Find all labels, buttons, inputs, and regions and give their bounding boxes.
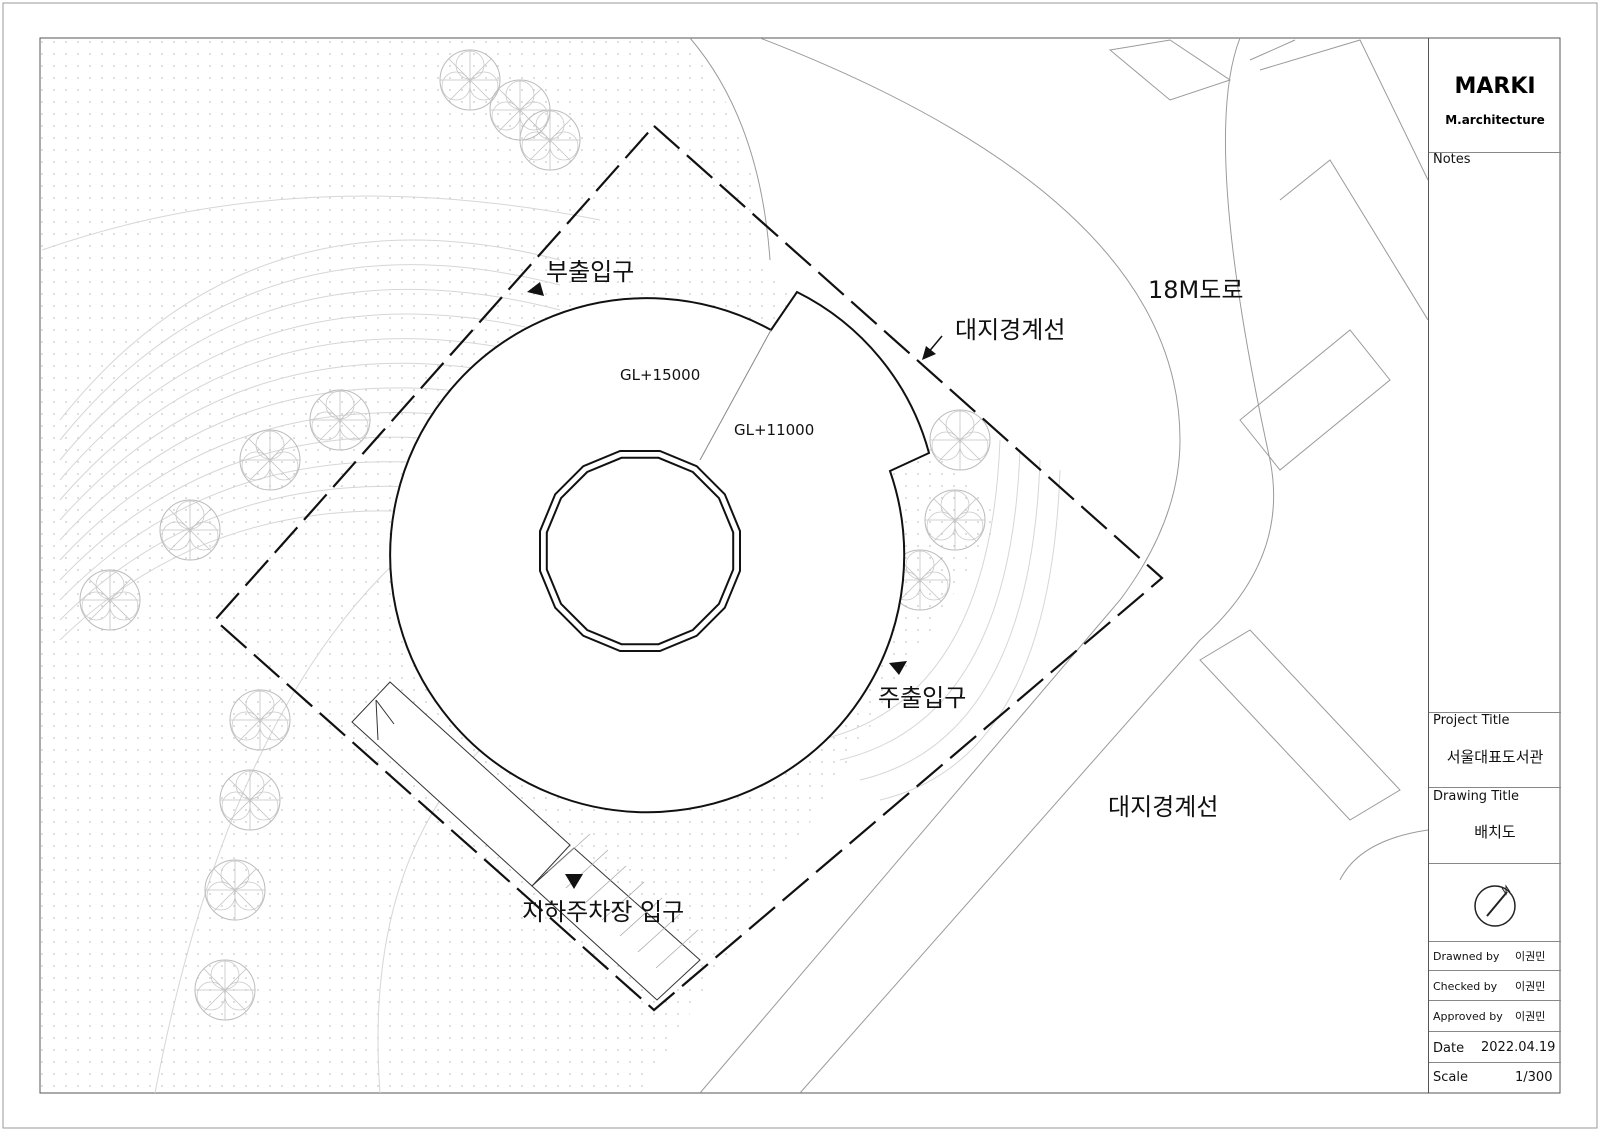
- approved-by-label: Approved by: [1433, 1010, 1503, 1023]
- checked-by: 이권민: [1515, 980, 1546, 993]
- notes-divider: [1429, 152, 1561, 153]
- scale-label: Scale: [1433, 1070, 1468, 1085]
- scale-value: 1/300: [1515, 1070, 1553, 1085]
- company-subtitle: M.architecture: [1445, 113, 1545, 127]
- notes-label: Notes: [1433, 152, 1471, 167]
- drawing-title-label: Drawing Title: [1433, 789, 1520, 804]
- level-upper-label: GL+15000: [620, 366, 701, 384]
- project-title-label: Project Title: [1433, 713, 1510, 728]
- drawing-title: 배치도: [1474, 823, 1516, 841]
- boundary-leader-arrow-icon: [922, 335, 943, 360]
- road-label: 18M도로: [1148, 276, 1244, 304]
- road-edges: [689, 38, 1428, 1093]
- boundary-label-lower: 대지경계선: [1108, 793, 1219, 821]
- main-entrance-arrow-icon: [889, 661, 907, 675]
- drawn-by: 이권민: [1515, 950, 1546, 963]
- parking-entrance-label: 지하주차장 입구: [522, 898, 685, 926]
- checked-by-divider: [1429, 970, 1561, 971]
- level-divider-line: [699, 329, 772, 461]
- scale-divider: [1429, 1062, 1561, 1063]
- checked-by-label: Checked by: [1433, 980, 1498, 993]
- north-divider: [1429, 863, 1561, 864]
- sub-entrance-arrow-icon: [527, 282, 544, 296]
- central-void: [539, 450, 741, 652]
- drawn-by-label: Drawned by: [1433, 950, 1500, 963]
- north-arrow-icon: [1474, 884, 1516, 927]
- parking-entrance-arrow-icon: [565, 874, 583, 889]
- approved-by: 이권민: [1515, 1010, 1546, 1023]
- date-value: 2022.04.19: [1481, 1040, 1556, 1055]
- approved-by-divider: [1429, 1000, 1561, 1001]
- sub-entrance-label: 부출입구: [546, 258, 635, 286]
- site-boundary: [213, 124, 1164, 1012]
- main-entrance-label: 주출입구: [878, 684, 967, 712]
- drawn-by-divider: [1429, 941, 1561, 942]
- project-title-divider: [1429, 712, 1561, 713]
- date-label: Date: [1433, 1041, 1465, 1056]
- project-title: 서울대표도서관: [1446, 748, 1544, 766]
- date-divider: [1429, 1031, 1561, 1032]
- company-name: MARKI: [1454, 74, 1536, 99]
- boundary-label: 대지경계선: [955, 316, 1066, 344]
- title-block: MARKI M.architecture Notes Project Title…: [1428, 38, 1561, 1093]
- level-lower-label: GL+11000: [734, 421, 815, 439]
- drawing-title-divider: [1429, 787, 1561, 788]
